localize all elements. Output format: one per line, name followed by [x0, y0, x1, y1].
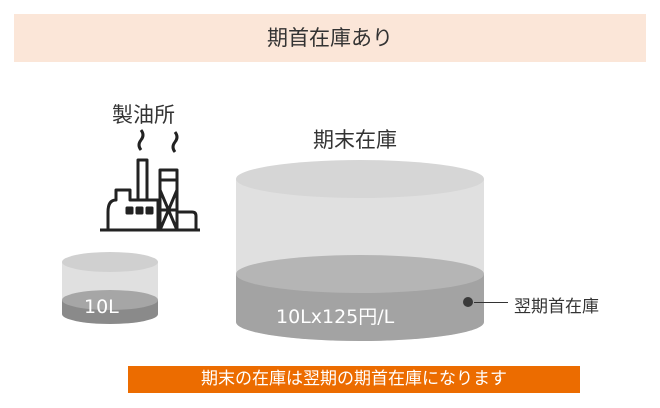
small-cylinder — [62, 252, 158, 324]
footer-message: 期末の在庫は翌期の期首在庫になります — [201, 369, 507, 389]
footer-banner: 期末の在庫は翌期の期首在庫になります — [128, 366, 580, 393]
ending-inventory-label: 期末在庫 — [313, 128, 397, 152]
pointer-dot — [463, 297, 473, 307]
large-cylinder-value: 10Lx125円/L — [276, 306, 395, 328]
refinery-label: 製油所 — [112, 103, 175, 127]
factory-icon — [100, 129, 200, 232]
next-opening-inventory-label: 翌期首在庫 — [514, 297, 599, 317]
title-banner: 期首在庫あり — [14, 14, 646, 62]
large-cylinder — [236, 160, 484, 341]
page-title: 期首在庫あり — [267, 26, 393, 50]
pointer-line — [474, 302, 508, 303]
small-cylinder-value: 10L — [84, 296, 119, 318]
